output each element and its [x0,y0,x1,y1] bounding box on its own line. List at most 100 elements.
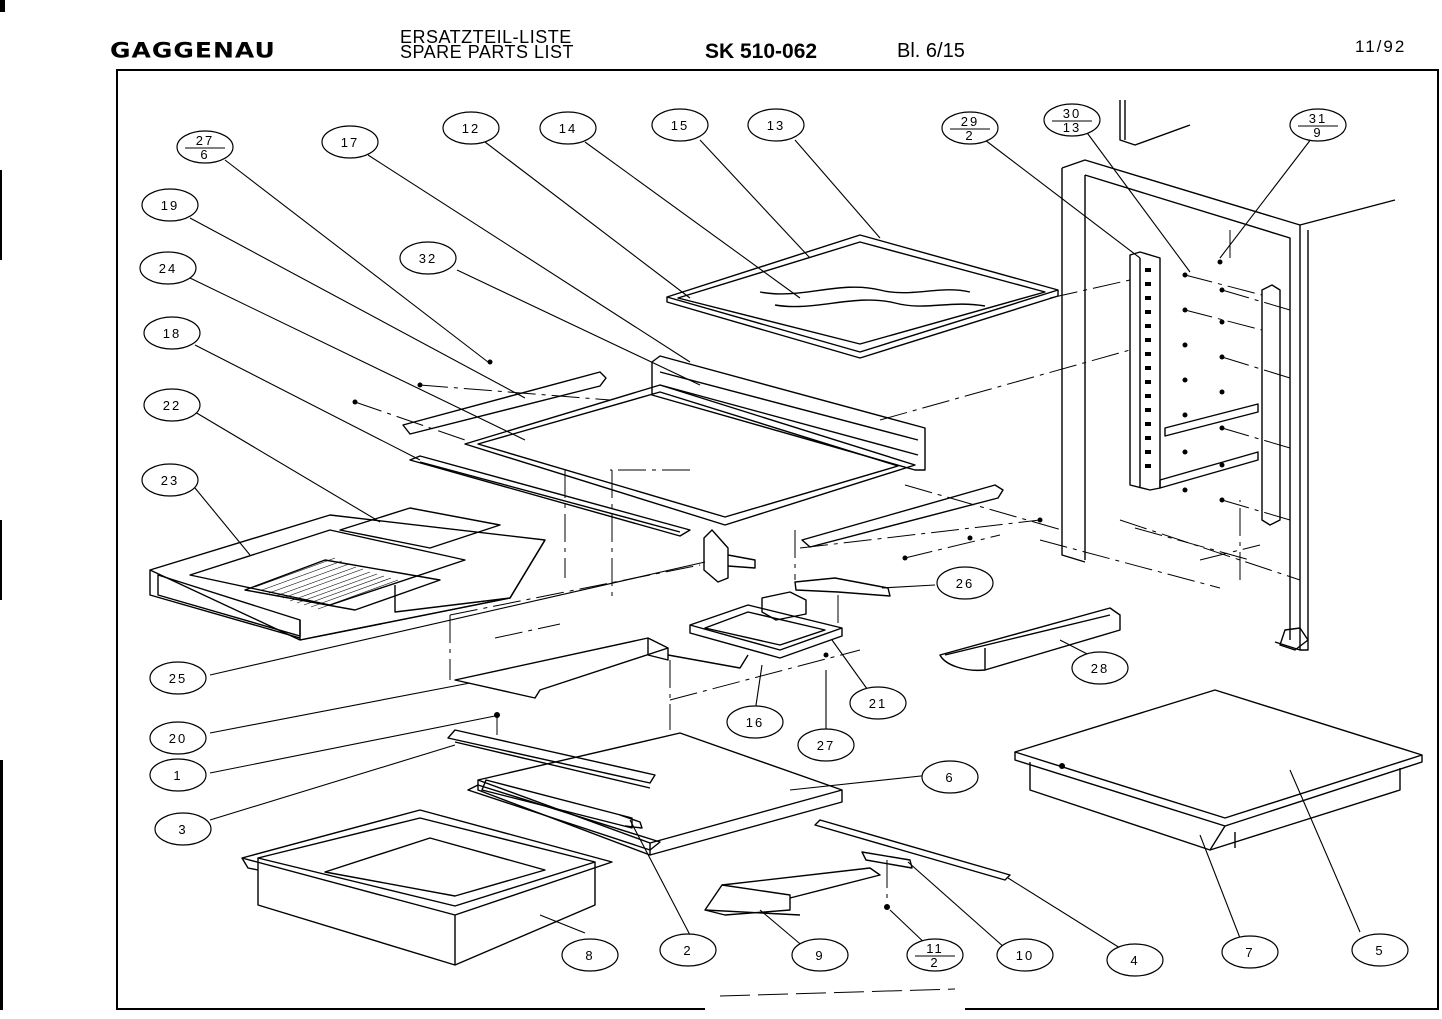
callout-11-2: 112 [906,938,964,972]
door-bin [939,607,1121,672]
page-header: GAGGENAU ERSATZTEIL-LISTE SPARE PARTS LI… [0,0,1442,70]
callout-number: 6 [200,147,209,162]
callout-number: 4 [1130,953,1139,968]
lower-vegetable-drawer [241,809,613,966]
callout-number: 27 [196,133,214,148]
assembly-lines [354,230,1301,905]
brand-logo: GAGGENAU [110,38,276,63]
top-glass-shelf [666,234,1059,359]
callout-number: 25 [169,671,187,686]
callout-13: 13 [747,108,805,142]
callout-number: 13 [1063,120,1081,135]
callout-number: 19 [161,198,179,213]
crisper-grille [254,557,399,610]
callout-16: 16 [726,705,784,739]
callout-4: 4 [1106,943,1164,977]
callout-1: 1 [149,758,207,792]
callout-number: 29 [961,114,979,129]
callout-2: 2 [659,933,717,967]
scan-edge-mark [0,520,2,600]
callout-number: 16 [746,715,764,730]
callout-27-6: 276 [176,130,234,164]
callout-number: 21 [869,696,887,711]
callout-20: 20 [149,721,207,755]
slide-handle [794,577,891,597]
control-tray [689,591,843,659]
callout-number: 18 [163,326,181,341]
callout-number: 27 [817,738,835,753]
front-trim-strip [651,355,926,471]
callout-9: 9 [791,938,849,972]
scan-edge-mark [0,0,5,12]
callout-10: 10 [996,938,1054,972]
cabinet-liner [1061,100,1396,651]
callout-number: 9 [815,948,824,963]
revision-date: 11/92 [1355,37,1407,56]
callout-12: 12 [442,111,500,145]
scan-edge-mark [0,760,3,1010]
callout-14: 14 [539,111,597,145]
callout-number: 26 [956,576,974,591]
callout-number: 8 [585,948,594,963]
frame-gap-line [719,988,956,997]
callout-22: 22 [143,388,201,422]
callout-number: 3 [178,822,187,837]
sheet-number: Bl. 6/15 [897,40,965,62]
callout-8: 8 [561,938,619,972]
callout-19: 19 [141,188,199,222]
callout-number: 5 [1375,943,1384,958]
callout-number: 24 [159,261,177,276]
callout-31-9: 319 [1289,108,1347,142]
drawer-divider [704,867,881,916]
cover-trim-bar [447,729,656,789]
callout-number: 10 [1016,948,1034,963]
shelf-ladder-rail [1129,251,1281,526]
callout-28: 28 [1071,651,1129,685]
drawing-frame [116,69,1439,1010]
callout-number: 9 [1313,125,1322,140]
shelf-side-rail-right [801,484,1004,548]
callout-number: 2 [965,128,974,143]
right-crisper-box [1014,689,1423,851]
callout-21: 21 [849,686,907,720]
callout-number: 17 [341,135,359,150]
upper-crisper-drawer [149,507,546,641]
crisper-glass-cover [467,732,843,856]
divider-rail [454,637,749,699]
callout-number: 22 [163,398,181,413]
callout-number: 12 [462,121,480,136]
callout-number: 15 [671,118,689,133]
ladder-slots [1145,268,1151,468]
model-number: SK 510-062 [705,40,818,63]
callout-3: 3 [154,812,212,846]
hinge-bracket [703,529,756,583]
lower-guide-rail [814,819,1011,881]
callout-29-2: 292 [941,111,999,145]
callout-27: 27 [797,728,855,762]
callout-17: 17 [321,125,379,159]
callout-6: 6 [921,760,979,794]
callout-26: 26 [936,566,994,600]
callout-number: 13 [767,118,785,133]
callout-number: 6 [945,770,954,785]
callout-number: 2 [930,955,939,970]
callout-23: 23 [141,463,199,497]
callout-5: 5 [1351,933,1409,967]
callout-number: 32 [419,251,437,266]
shelf-side-rail [402,371,691,537]
title-german: ERSATZTEIL-LISTE [400,27,572,47]
title-english: SPARE PARTS LIST [400,42,575,62]
callout-7: 7 [1221,935,1279,969]
callout-number: 31 [1309,111,1327,126]
callout-number: 28 [1091,661,1109,676]
middle-glass-shelf [464,384,916,526]
callout-number: 20 [169,731,187,746]
callout-32: 32 [399,241,457,275]
callout-15: 15 [651,108,709,142]
callout-number: 30 [1063,106,1081,121]
callout-number: 7 [1245,945,1254,960]
scan-edge-mark [0,170,2,260]
callout-number: 14 [559,121,577,136]
